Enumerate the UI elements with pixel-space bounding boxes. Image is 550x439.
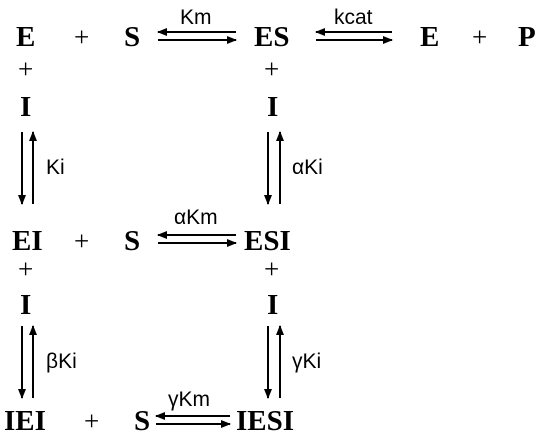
species-IEI: IEI bbox=[4, 405, 46, 437]
plus-sign: + bbox=[84, 406, 99, 436]
species-E-product-side: E bbox=[420, 21, 439, 53]
species-EI: EI bbox=[12, 225, 43, 257]
species-E: E bbox=[16, 21, 35, 53]
label-alphaKm: αKm bbox=[174, 206, 218, 229]
plus-sign: + bbox=[264, 254, 279, 284]
label-Ki: Ki bbox=[46, 156, 65, 179]
label-betaKi: βKi bbox=[46, 350, 77, 373]
label-kcat: kcat bbox=[334, 6, 373, 29]
label-gammaKi: γKi bbox=[292, 350, 321, 373]
label-gammaKm: γKm bbox=[168, 388, 210, 411]
species-ES: ES bbox=[254, 21, 289, 53]
plus-sign: + bbox=[264, 54, 279, 84]
species-P: P bbox=[518, 21, 536, 53]
label-Km: Km bbox=[180, 6, 212, 29]
species-I-left-1: I bbox=[20, 91, 31, 123]
plus-sign: + bbox=[472, 22, 487, 52]
species-I-left-2: I bbox=[20, 289, 31, 321]
species-I-right-2: I bbox=[267, 289, 278, 321]
plus-sign: + bbox=[18, 54, 33, 84]
species-S-row5: S bbox=[134, 405, 150, 437]
species-IESI: IESI bbox=[236, 405, 294, 437]
species-S-row3: S bbox=[124, 225, 140, 257]
plus-sign: + bbox=[18, 254, 33, 284]
species-I-right-1: I bbox=[267, 91, 278, 123]
label-alphaKi: αKi bbox=[292, 156, 323, 179]
plus-sign: + bbox=[74, 226, 89, 256]
plus-sign: + bbox=[74, 22, 89, 52]
species-ESI: ESI bbox=[244, 225, 291, 257]
species-S: S bbox=[124, 21, 140, 53]
